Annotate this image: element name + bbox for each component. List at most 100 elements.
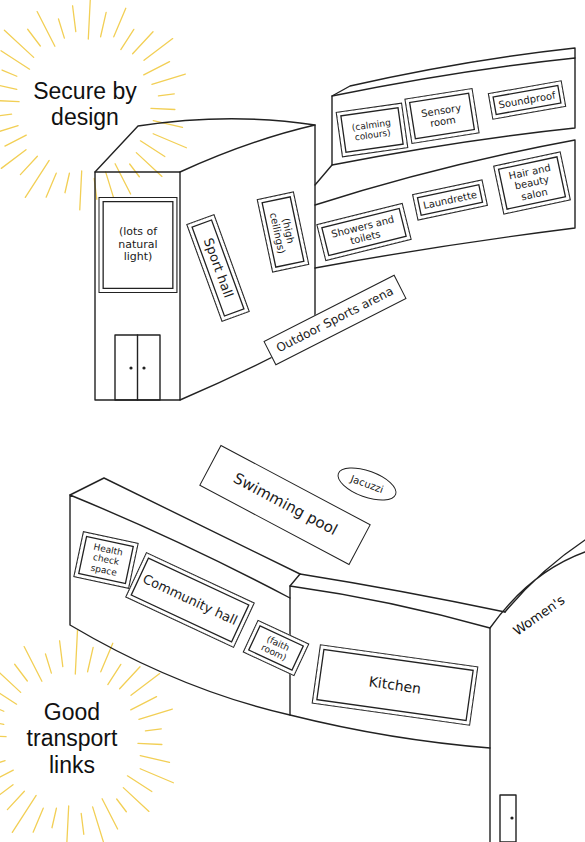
sun-ray xyxy=(123,788,149,812)
upper-tier-wall xyxy=(332,58,575,165)
sun-ray xyxy=(0,82,17,90)
sun-ray xyxy=(140,141,164,157)
room-name: Health check space xyxy=(83,541,129,580)
sun-ray xyxy=(153,134,186,148)
sun-ray xyxy=(139,709,172,719)
wall-panel: Soundproof xyxy=(488,80,567,120)
sun-ray xyxy=(0,100,19,101)
sunburst-rays xyxy=(0,0,186,842)
text-block: (high ceilings) xyxy=(266,201,301,263)
door-knob xyxy=(129,366,132,369)
wall-panel: Health check space xyxy=(73,531,139,589)
sun-ray xyxy=(108,664,121,684)
sun-ray xyxy=(136,153,162,177)
sun-ray xyxy=(102,799,118,829)
tower-front xyxy=(95,172,180,400)
text-block: Showers and toilets xyxy=(326,212,401,252)
room-name: (faith room) xyxy=(254,630,299,666)
sun-ray xyxy=(20,156,37,174)
room-name: Showers and toilets xyxy=(326,212,401,252)
sports-area: Outdoor Sports arena xyxy=(263,275,406,366)
sun-ray xyxy=(133,32,153,54)
sun-ray xyxy=(0,114,12,118)
door-split xyxy=(137,335,138,400)
sun-ray xyxy=(120,667,140,689)
sunburst-label: Secure by design xyxy=(28,78,142,133)
sun-ray xyxy=(0,770,13,781)
room-name: Sport hall xyxy=(200,236,235,300)
sun-ray xyxy=(45,654,51,673)
sun-ray xyxy=(131,674,160,696)
sun-ray xyxy=(88,647,94,671)
sunburst-label: Good transport links xyxy=(15,699,129,781)
wall-panel: Sensory room xyxy=(404,88,479,144)
wall-panel: Hair and beauty salon xyxy=(493,151,571,214)
text-block: Community hall xyxy=(140,572,239,629)
sun-ray xyxy=(140,756,169,763)
window-panel: (lots of natural light) xyxy=(99,197,178,293)
text-block: Sport hall xyxy=(200,236,235,300)
sun-ray xyxy=(75,630,77,674)
sun-ray xyxy=(37,12,55,47)
sun-ray xyxy=(0,717,4,725)
sun-ray xyxy=(33,808,43,832)
sun-ray xyxy=(93,807,105,842)
sun-ray xyxy=(0,761,5,770)
room-name: Hair and beauty salon xyxy=(503,161,561,206)
wall-label: Women's xyxy=(509,592,571,643)
wall-panel: Community hall xyxy=(125,552,255,648)
sun-ray xyxy=(144,62,170,75)
sun-ray xyxy=(1,150,26,169)
wing-roof xyxy=(315,165,332,185)
sun-ray xyxy=(0,785,13,804)
room-name: (lots of natural light) xyxy=(107,226,169,264)
tower-side xyxy=(180,125,315,400)
sun-ray xyxy=(67,806,69,842)
sun-ray xyxy=(151,108,175,109)
sun-ray xyxy=(7,791,24,809)
text-block: Health check space xyxy=(83,541,129,580)
sun-ray xyxy=(115,164,131,194)
room-name: Swimming pool xyxy=(230,470,340,539)
jacuzzi-ellipse: Jacuzzi xyxy=(333,461,400,508)
room-name: Community hall xyxy=(140,572,239,629)
room-name: Soundproof xyxy=(498,89,557,110)
door-knob xyxy=(510,816,513,819)
door-knob xyxy=(142,366,145,369)
wall-panel: Sport hall xyxy=(186,214,250,322)
sun-ray xyxy=(28,29,41,46)
text-block: Kitchen xyxy=(368,673,422,696)
sun-ray xyxy=(138,743,162,744)
block-b-roof xyxy=(290,574,505,612)
label-text: Good transport links xyxy=(17,699,127,778)
sun-ray xyxy=(140,769,173,783)
text-block: Laundrette xyxy=(422,189,478,212)
sun-ray xyxy=(60,641,63,667)
sun-ray xyxy=(4,30,33,57)
sun-ray xyxy=(0,735,6,736)
label-text: Secure by design xyxy=(30,78,140,131)
sun-ray xyxy=(0,665,21,692)
sun-ray xyxy=(73,6,76,32)
wall-panel: (calming colours) xyxy=(336,103,409,158)
sun-ray xyxy=(0,705,4,711)
sun-ray xyxy=(2,70,17,76)
room-name: Outdoor Sports arena xyxy=(274,284,396,355)
sun-ray xyxy=(145,729,161,731)
label-text: Women's xyxy=(511,593,568,639)
room-name: (high ceilings) xyxy=(266,201,301,263)
sun-ray xyxy=(121,29,134,49)
wall-panel: Laundrette xyxy=(412,179,488,220)
text-block: (faith room) xyxy=(254,630,299,666)
sun-ray xyxy=(101,12,107,36)
text-block: (calming colours) xyxy=(346,116,398,143)
wall-panel: (faith room) xyxy=(243,620,310,677)
block-a-wall xyxy=(70,495,290,715)
sun-ray xyxy=(152,74,185,84)
sun-ray xyxy=(5,135,26,146)
sun-ray xyxy=(52,808,56,827)
round-tower xyxy=(490,540,585,842)
room-name: Sensory room xyxy=(415,101,470,132)
text-block: Outdoor Sports arena xyxy=(274,284,396,355)
